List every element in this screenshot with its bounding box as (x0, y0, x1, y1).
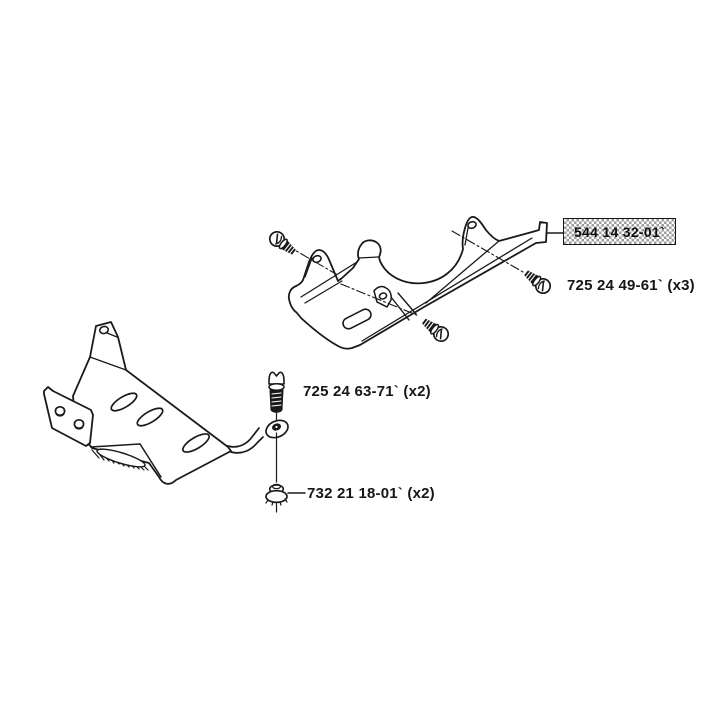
machine-screw-icon (521, 266, 554, 297)
callout-nut-part-number: 732 21 18-01` (x2) (307, 485, 435, 502)
upper-guard-plate-drawing (287, 216, 548, 350)
mounting-bolt-icon (268, 371, 285, 513)
highlighted-part-number[interactable]: 544 14 32-01` (563, 218, 676, 245)
machine-screw-icon (419, 314, 452, 345)
machine-screw-icon (266, 228, 299, 259)
flange-nut-icon (265, 483, 288, 506)
callout-bolt-part-number: 725 24 63-71` (x2) (303, 383, 431, 400)
callout-screw-part-number: 725 24 49-61` (x3) (567, 277, 695, 294)
leader-lines (287, 232, 564, 494)
screw-axis-centerlines (285, 230, 524, 317)
skid-plate-drawing (43, 321, 289, 485)
